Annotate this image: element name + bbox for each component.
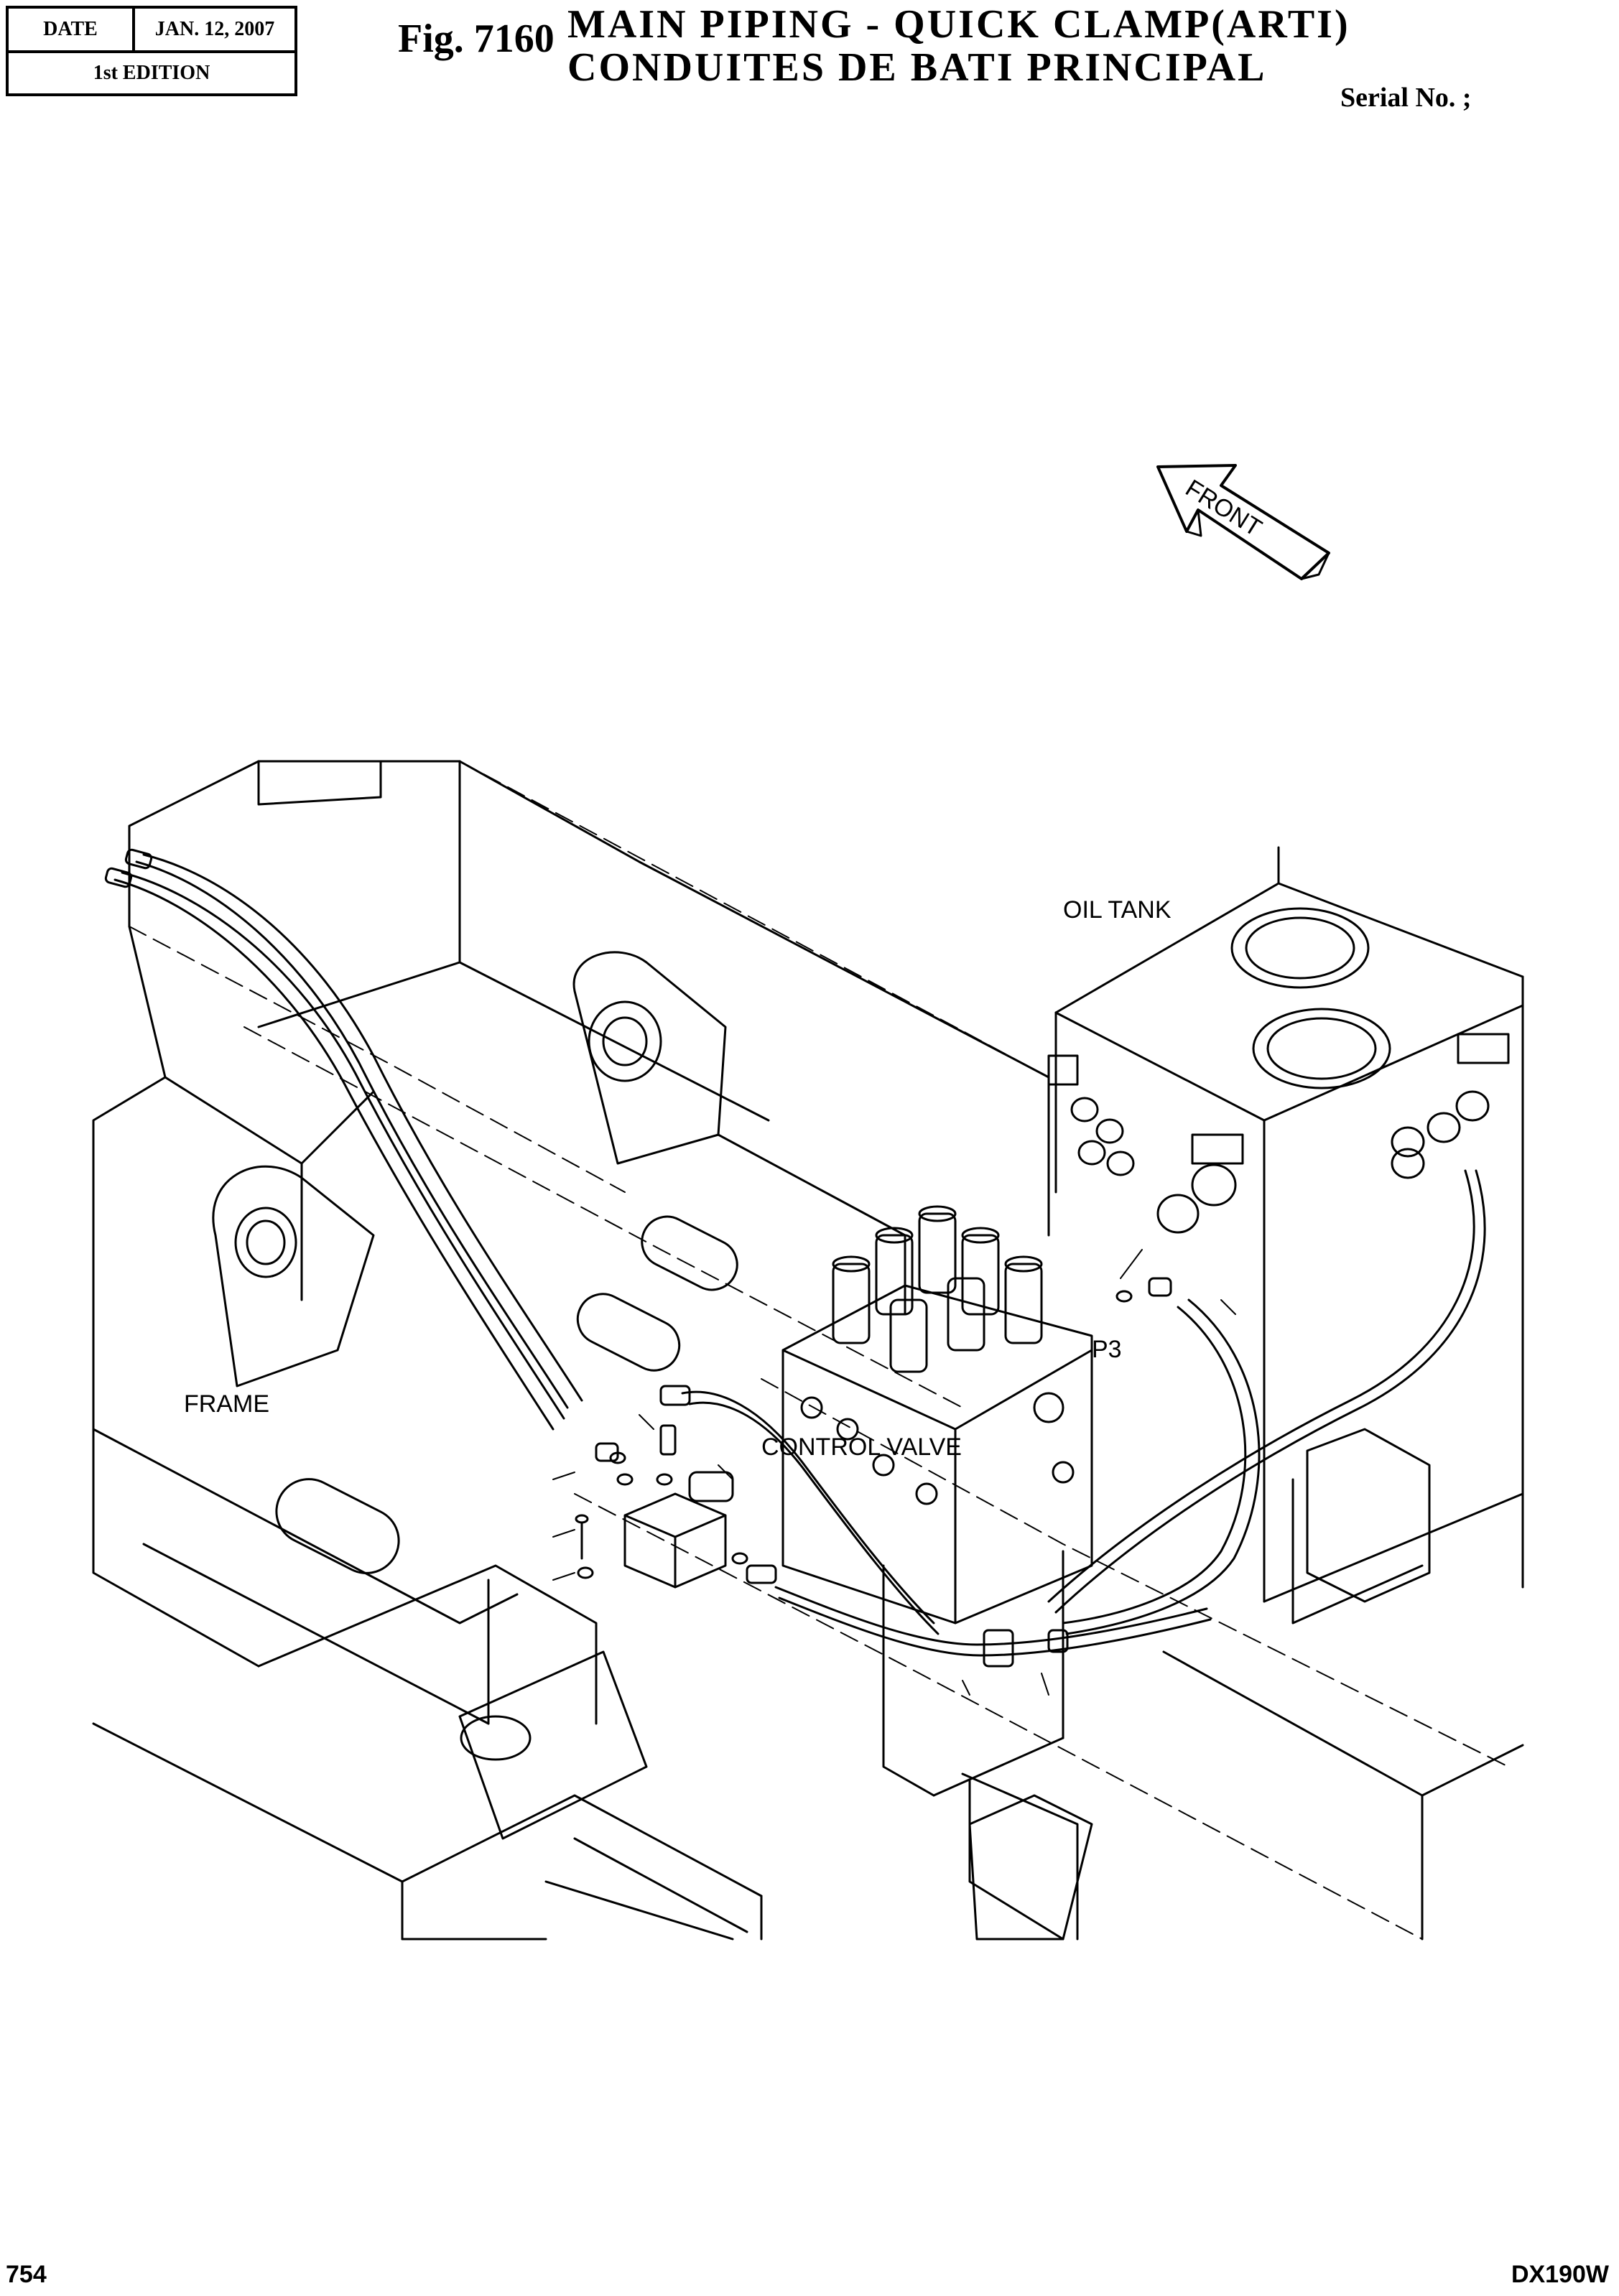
oil-tank [1047, 846, 1524, 1603]
port-p3-label: P3 [1092, 1336, 1122, 1363]
frame-label: FRAME [184, 1390, 269, 1418]
frame-structure [92, 760, 1509, 1941]
model-name: DX190W [1511, 2261, 1609, 2288]
lower-right-frame [544, 1249, 1524, 1941]
serial-number-label: Serial No. ; [1340, 83, 1472, 113]
front-arrow-icon [1156, 464, 1330, 580]
date-box: DATE JAN. 12, 2007 1st EDITION [6, 6, 297, 96]
oil-tank-label: OIL TANK [1063, 896, 1172, 924]
quick-clamp-valve-block [575, 1277, 1172, 1589]
date-value: JAN. 12, 2007 [154, 18, 275, 40]
figure-number: Fig. 7160 [398, 17, 555, 61]
control-valve [781, 1205, 1093, 1941]
front-arrow-label: FRONT [1181, 475, 1266, 542]
title-english: MAIN PIPING - QUICK CLAMP(ARTI) [567, 2, 1350, 47]
edition-label: 1st EDITION [93, 62, 210, 84]
control-valve-label: CONTROL VALVE [761, 1433, 962, 1461]
hose-assemblies [104, 848, 1486, 1668]
title-french: CONDUITES DE BATI PRINCIPAL [567, 45, 1267, 90]
page-number: 754 [6, 2261, 47, 2288]
date-label: DATE [9, 9, 135, 50]
date-row: DATE JAN. 12, 2007 [9, 9, 294, 53]
